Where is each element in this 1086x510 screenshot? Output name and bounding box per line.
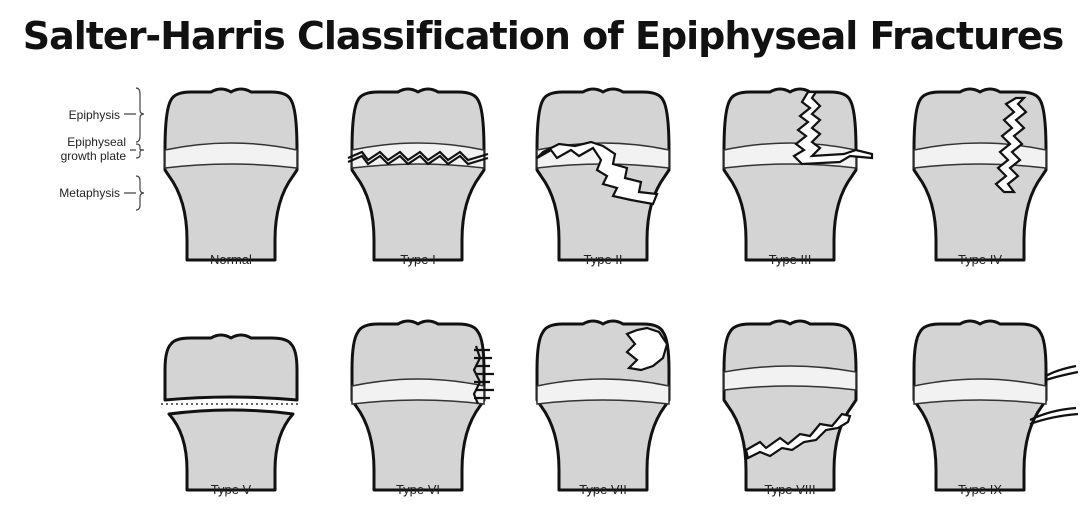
panel-type-vii: Type VII [503, 310, 703, 510]
type-vi-bone-illustration [350, 319, 494, 492]
growth-plate-label: Epiphyseal growth plate [30, 135, 126, 163]
growth-plate-label-line1: Epiphyseal [67, 135, 126, 149]
panel-label-type-viii: Type VIII [764, 482, 816, 497]
panel-type-iii: Type III [690, 80, 890, 280]
panel-label-type-ix: Type IX [957, 482, 1003, 497]
normal-bone-illustration [163, 87, 299, 262]
panel-type-vi: Type VI [318, 310, 518, 510]
panel-label-type-ii: Type II [583, 252, 623, 267]
panel-label-normal: Normal [210, 252, 252, 267]
epiphysis-label: Epiphysis [68, 108, 120, 122]
panel-label-type-v: Type V [210, 482, 252, 497]
panel-label-type-iii: Type III [768, 252, 812, 267]
type-viii-bone-illustration [722, 319, 858, 492]
panel-type-ix: Type IX [880, 310, 1080, 510]
type-ix-bone-illustration [912, 319, 1079, 492]
panel-type-ii: Type II [503, 80, 703, 280]
panel-normal: Normal [131, 80, 331, 280]
type-v-bone-illustration [161, 333, 301, 492]
type-iv-bone-illustration [912, 87, 1048, 262]
panel-label-type-iv: Type IV [957, 252, 1003, 267]
type-ii-bone-illustration [535, 87, 671, 262]
metaphysis-label: Metaphysis [59, 186, 120, 200]
panel-label-type-vii: Type VII [579, 482, 627, 497]
panel-label-type-vi: Type VI [395, 482, 441, 497]
type-i-bone-illustration [347, 87, 489, 262]
panel-type-v: Type V [131, 310, 331, 510]
diagram-title: Salter-Harris Classification of Epiphyse… [22, 14, 1065, 58]
annotation-brackets [124, 87, 145, 211]
panel-type-i: Type I [318, 80, 518, 280]
panel-type-iv: Type IV [880, 80, 1080, 280]
type-vii-bone-illustration [535, 319, 671, 492]
panel-type-viii: Type VIII [690, 310, 890, 510]
type-iii-bone-illustration [722, 87, 874, 262]
panel-label-type-i: Type I [400, 252, 436, 267]
growth-plate-label-line2: growth plate [60, 149, 126, 163]
